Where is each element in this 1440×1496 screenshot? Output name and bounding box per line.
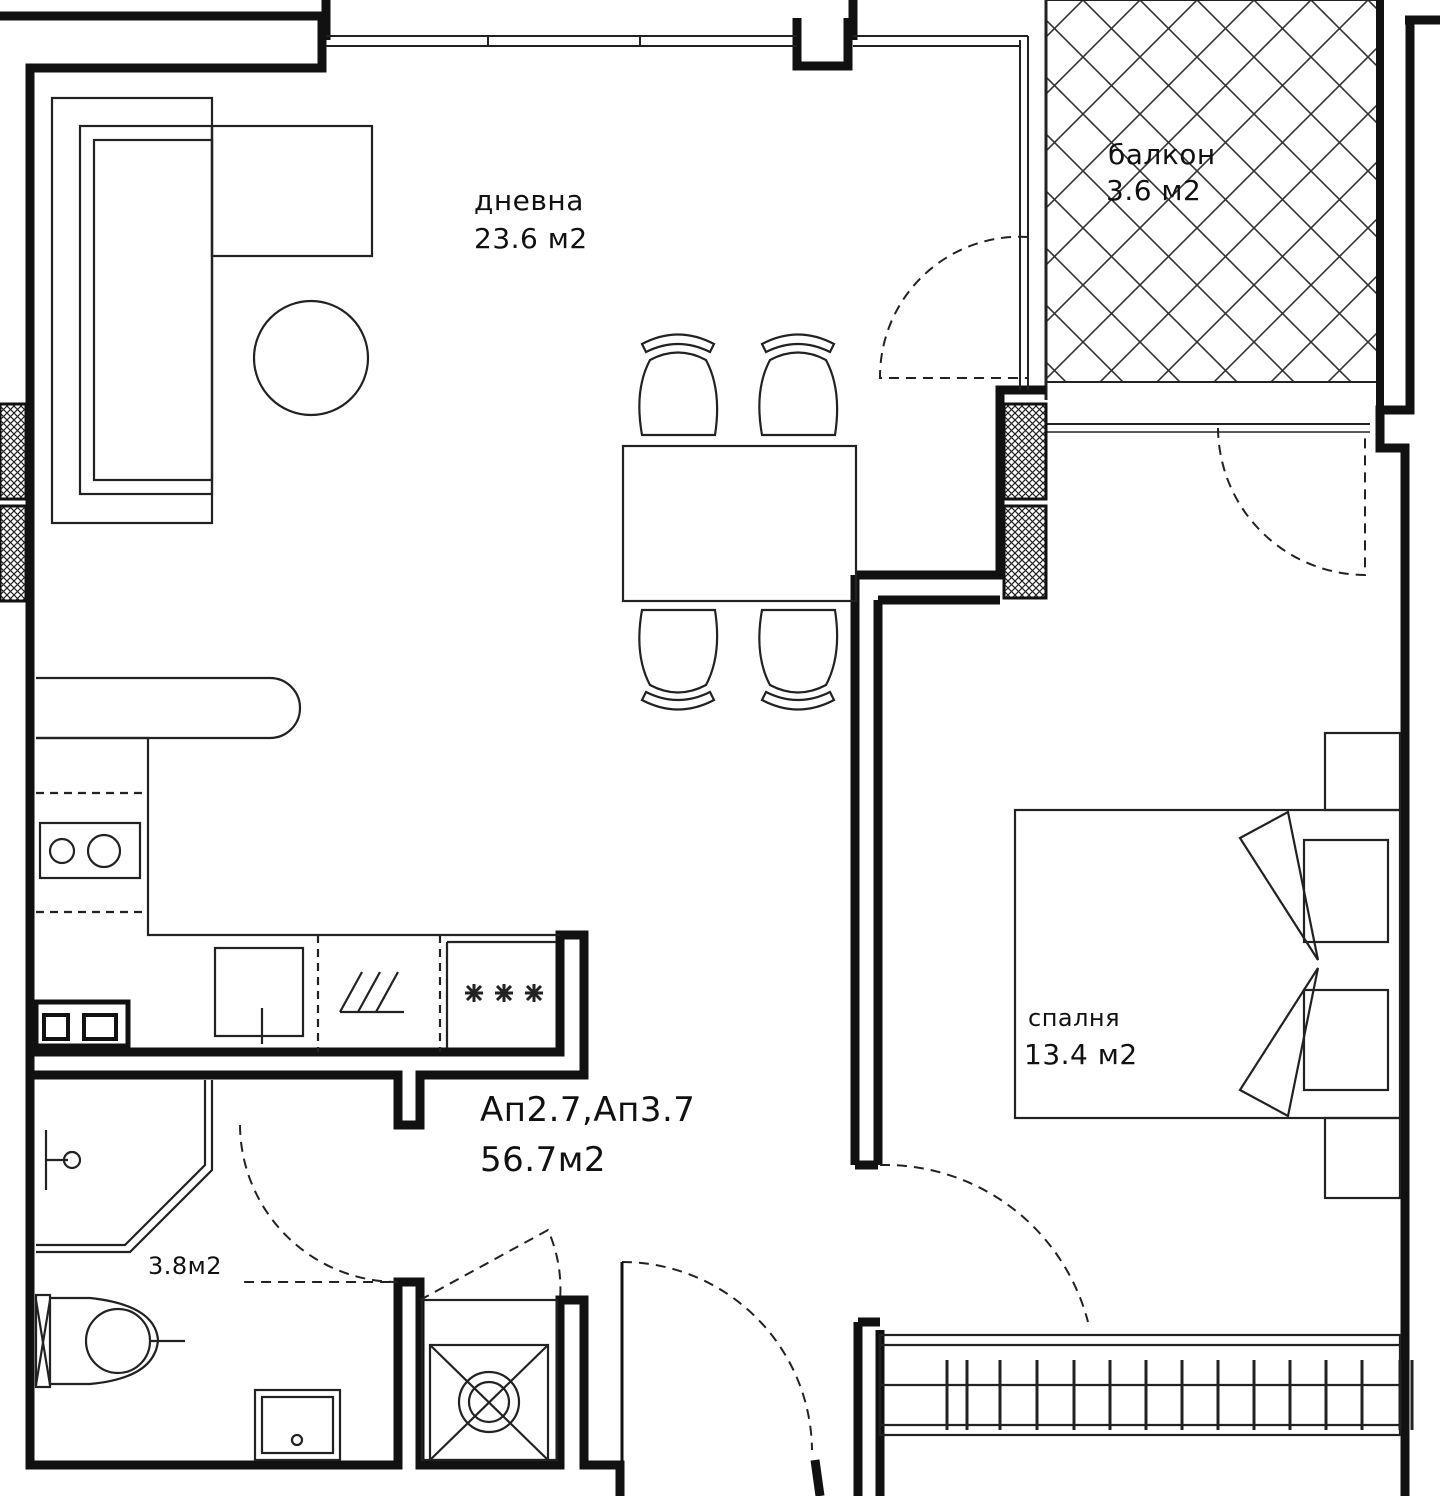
coffee-table [252,299,370,417]
bedroom-name: спалня [1028,1004,1121,1032]
apartment-name: Ап2.7,Ап3.7 [480,1090,696,1130]
kitchen [33,676,560,1052]
living-room-name: дневна [474,184,584,217]
balcony-area: 3.6 м2 [1106,174,1202,207]
apartment-area: 56.7м2 [480,1140,606,1180]
bathroom-area: 3.8м2 [148,1252,223,1280]
structural-columns [0,402,1048,603]
balcony-name: балкон [1108,138,1216,171]
bed [1013,731,1402,1200]
bathroom-fixtures [34,1080,559,1462]
dining-set [621,333,858,711]
balcony [1044,0,1384,433]
sofa [50,96,374,525]
windows [326,35,1029,390]
bedroom-area: 13.4 м2 [1024,1038,1138,1071]
wardrobe [878,1333,1414,1437]
living-room-area: 23.6 м2 [474,222,588,255]
doors [239,235,1366,1451]
